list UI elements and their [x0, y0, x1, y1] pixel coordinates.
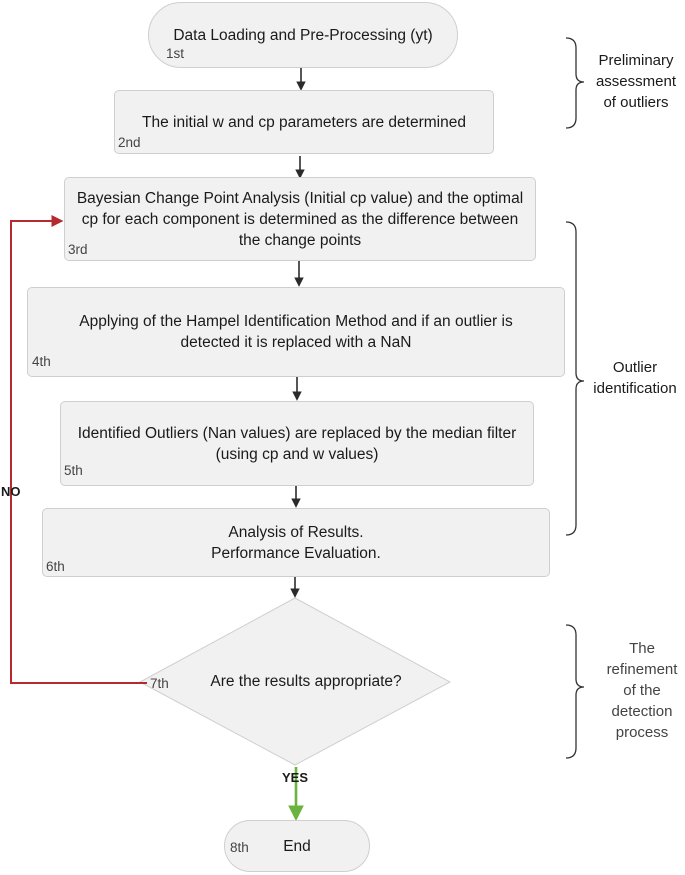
no-branch-path: [10, 215, 147, 684]
decision-question: Are the results appropriate?: [210, 673, 402, 690]
node-data-loading: Data Loading and Pre-Processing (yt): [148, 2, 458, 68]
bracket-identification: [565, 221, 585, 536]
node-analysis-results: Analysis of Results. Performance Evaluat…: [42, 508, 550, 577]
step-label-1: 1st: [166, 46, 185, 61]
step-label-8: 8th: [230, 840, 249, 855]
decision-diamond: [138, 597, 452, 766]
node-median-filter: Identified Outliers (Nan values) are rep…: [60, 401, 534, 486]
step-label-5: 5th: [64, 463, 83, 478]
bracket-preliminary: [565, 37, 585, 129]
node-end: End: [224, 820, 370, 872]
yes-branch-label: YES: [282, 770, 309, 785]
step-label-7: 7th: [150, 676, 169, 691]
no-branch-label: NO: [1, 484, 21, 499]
bracket-refinement: [565, 624, 585, 759]
step-label-6: 6th: [46, 559, 65, 574]
node-hampel-identification: Applying of the Hampel Identification Me…: [27, 287, 565, 377]
node-bayesian-change-point: Bayesian Change Point Analysis (Initial …: [64, 177, 536, 261]
group-label-preliminary: Preliminary assessment of outliers: [595, 52, 677, 111]
step-label-2: 2nd: [118, 135, 141, 150]
node-initial-parameters: The initial w and cp parameters are dete…: [114, 90, 494, 154]
group-label-identification: Outlier identification: [593, 359, 677, 397]
group-label-refinement: The refinement of the detection process: [606, 640, 678, 741]
step-label-3: 3rd: [68, 242, 88, 257]
step-label-4: 4th: [32, 354, 51, 369]
